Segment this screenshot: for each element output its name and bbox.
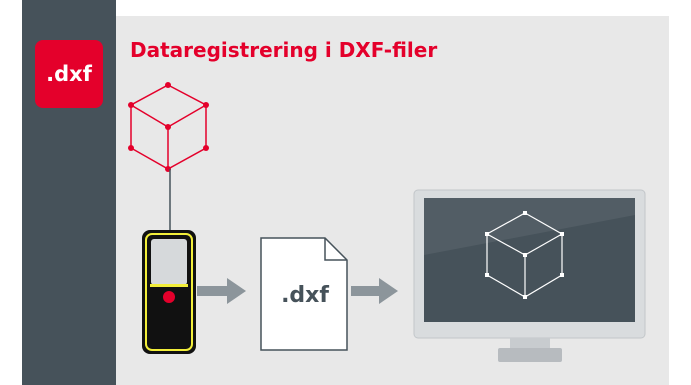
screen-cube-icon <box>485 211 564 299</box>
page-title: Dataregistrering i DXF-filer <box>130 38 438 62</box>
top-strip <box>0 0 691 16</box>
top-tab <box>22 0 116 16</box>
dxf-badge-label: .dxf <box>46 62 92 86</box>
monitor-icon <box>413 189 646 362</box>
dxf-file-label: .dxf <box>281 283 329 308</box>
laser-distance-meter-icon <box>142 230 196 354</box>
dxf-badge: .dxf <box>35 40 103 108</box>
dxf-file-icon <box>260 237 348 351</box>
arrow-right-icon <box>351 278 398 304</box>
wireframe-cube-icon <box>128 82 209 172</box>
arrow-right-icon <box>197 278 246 304</box>
